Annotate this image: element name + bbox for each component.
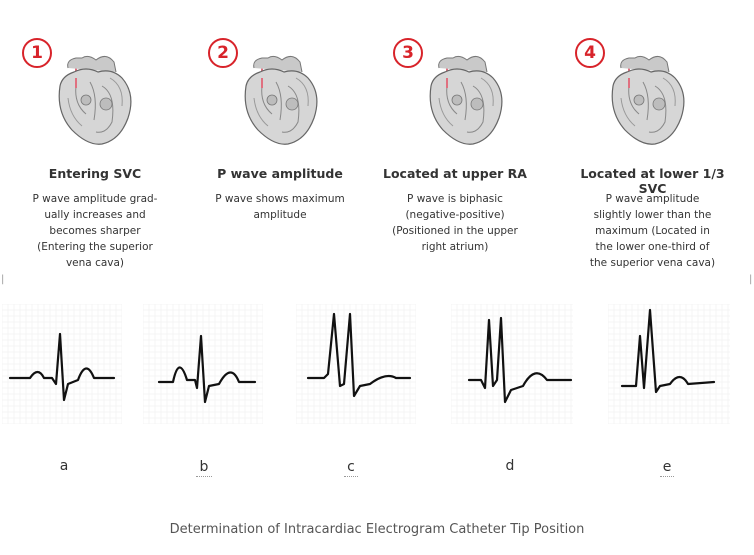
step-title: Located at upper RA: [382, 166, 527, 181]
ecg-trace-a: [2, 304, 122, 424]
ecg-label-b: b: [196, 458, 212, 477]
ecg-label-d: d: [505, 458, 515, 474]
step-number-badge: 1: [22, 38, 52, 68]
left-edge-mark: |: [1, 274, 5, 285]
ecg-trace-b: [143, 304, 263, 424]
heart-icon: [429, 55, 503, 145]
step-title: Located at lower 1/3 SVC: [580, 166, 725, 196]
ecg-label-c: c: [344, 458, 358, 477]
ecg-trace-d: [451, 304, 573, 424]
step-number-badge: 2: [208, 38, 238, 68]
ecg-label-a: a: [59, 458, 69, 474]
step-description: P wave amplitude slightly lower than the…: [589, 193, 716, 269]
heart-icon: [611, 55, 685, 145]
step-number-badge: 3: [393, 38, 423, 68]
step-description: P wave is biphasic (negative-positive) (…: [392, 193, 518, 253]
right-edge-mark: |: [749, 274, 753, 285]
ecg-label-e: e: [660, 458, 674, 477]
ecg-trace-e: [608, 304, 730, 424]
step-description: P wave shows maximum amplitude: [215, 193, 345, 221]
step-number-badge: 4: [575, 38, 605, 68]
ecg-trace-c: [296, 304, 416, 424]
heart-icon: [244, 55, 318, 145]
figure-caption: Determination of Intracardiac Electrogra…: [169, 522, 585, 537]
step-title: P wave amplitude: [217, 166, 343, 181]
heart-icon: [58, 55, 132, 145]
step-title: Entering SVC: [48, 166, 142, 181]
step-description: P wave amplitude grad- ually increases a…: [32, 193, 158, 269]
